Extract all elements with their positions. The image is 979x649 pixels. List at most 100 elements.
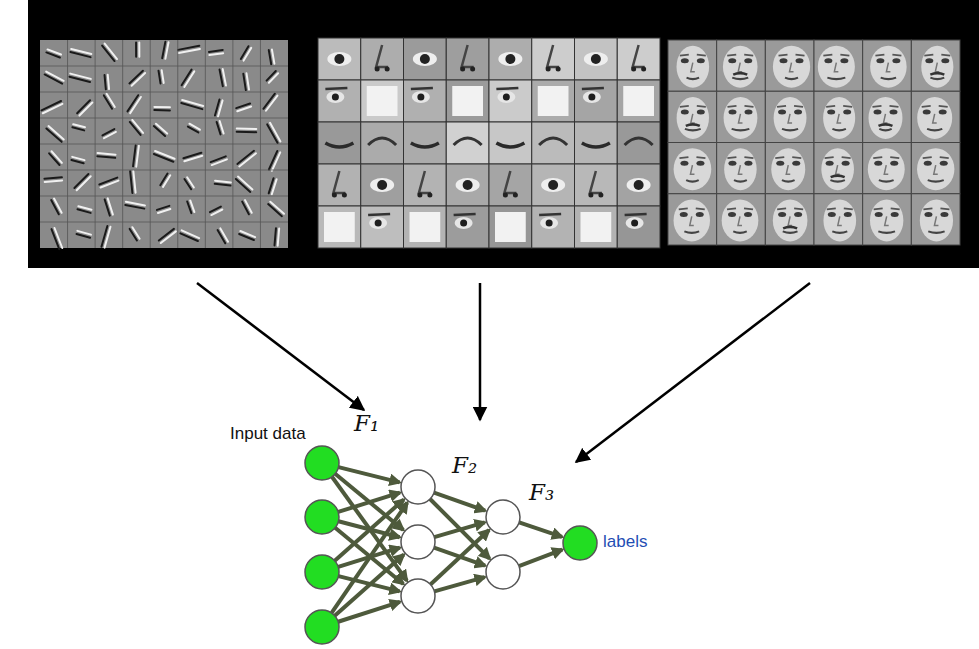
edge-stroke: [209, 53, 223, 55]
edge-stroke: [162, 42, 165, 59]
edge-stroke: [211, 209, 222, 215]
weight-arrow: [338, 467, 399, 482]
layer-label: F₁: [354, 410, 379, 438]
edge-stroke: [72, 157, 84, 160]
edge-stroke: [132, 120, 143, 133]
face-cell: [765, 194, 814, 245]
edge-stroke: [108, 75, 109, 89]
part-cell: [318, 206, 361, 248]
pointer-arrow: [479, 283, 482, 420]
part-cell: [404, 206, 447, 248]
edge-stroke: [126, 202, 145, 206]
edge-stroke: [212, 159, 227, 165]
edge-stroke: [48, 49, 61, 54]
part-cell: [489, 206, 532, 248]
part-cell: [318, 122, 361, 164]
weight-arrow: [332, 477, 407, 581]
face-cell: [717, 91, 766, 142]
edge-stroke: [44, 177, 61, 179]
part-cell: [361, 164, 404, 206]
grid-line: [40, 196, 288, 197]
face-cell: [814, 194, 863, 245]
part-cell: [361, 122, 404, 164]
edge-stroke: [130, 97, 141, 113]
face-cell: [911, 143, 960, 194]
weight-arrow: [434, 522, 484, 537]
grid-line: [40, 222, 288, 223]
part-cell: [532, 206, 575, 248]
part-cell: [318, 164, 361, 206]
part-cell: [404, 80, 447, 122]
input-label: Input data: [230, 424, 306, 444]
edge-stroke: [70, 74, 91, 79]
edge-stroke: [237, 107, 251, 112]
edge-stroke: [190, 200, 194, 212]
face-cell: [765, 40, 814, 91]
edge-stroke: [215, 184, 231, 186]
layer-label: F₃: [529, 479, 554, 507]
grid-line: [40, 66, 288, 67]
face-cell: [717, 40, 766, 91]
edge-stroke: [246, 73, 249, 89]
edge-stroke: [108, 198, 113, 214]
face-cell: [814, 40, 863, 91]
edge-stroke: [46, 72, 63, 81]
part-cell: [404, 122, 447, 164]
part-cell: [404, 164, 447, 206]
edge-stroke: [163, 175, 170, 187]
edge-stroke: [272, 50, 274, 64]
neuron: [401, 579, 435, 613]
edge-stroke: [238, 177, 252, 190]
face-cell: [668, 40, 717, 91]
pointer-arrows: [197, 283, 810, 462]
edge-stroke: [72, 127, 84, 130]
part-cell: [575, 206, 618, 248]
part-cell: [575, 38, 618, 80]
part-cell: [532, 80, 575, 122]
neuron: [486, 555, 520, 589]
network: [305, 446, 597, 644]
part-cell: [361, 38, 404, 80]
edge-stroke: [133, 145, 136, 166]
face-filters: [668, 40, 960, 245]
edge-stroke: [244, 48, 252, 61]
edge-stroke: [184, 71, 194, 87]
edge-stroke: [98, 153, 116, 155]
edge-stroke: [161, 231, 176, 243]
output-label: labels: [603, 532, 647, 552]
edge-stroke: [73, 124, 85, 127]
edge-stroke: [266, 96, 277, 111]
part-cell: [318, 38, 361, 80]
neuron: [305, 610, 339, 644]
edge-filters: [40, 40, 288, 249]
part-cell: [617, 80, 660, 122]
face-cell: [668, 91, 717, 142]
edge-stroke: [220, 121, 224, 133]
edge-stroke: [104, 132, 116, 138]
edge-stroke: [136, 146, 139, 167]
pointer-arrow: [576, 283, 810, 462]
neuron: [563, 526, 597, 560]
edge-stroke: [43, 104, 63, 113]
grid-line: [40, 144, 288, 145]
part-cell: [446, 80, 489, 122]
part-cell: [575, 80, 618, 122]
edge-stroke: [48, 126, 63, 139]
face-cell: [863, 91, 912, 142]
edge-stroke: [162, 70, 164, 83]
edge-stroke: [79, 102, 92, 115]
face-cell: [863, 194, 912, 245]
edge-stroke: [272, 152, 280, 170]
edge-stroke: [52, 151, 62, 163]
edge-stroke: [105, 44, 117, 59]
face-cell: [814, 91, 863, 142]
part-cell: [489, 38, 532, 80]
part-cell: [446, 164, 489, 206]
grid-line: [40, 170, 288, 171]
edge-stroke: [245, 200, 252, 213]
edge-stroke: [160, 174, 167, 186]
part-cell: [361, 80, 404, 122]
grid-line: [40, 118, 288, 119]
edge-stroke: [272, 179, 277, 194]
